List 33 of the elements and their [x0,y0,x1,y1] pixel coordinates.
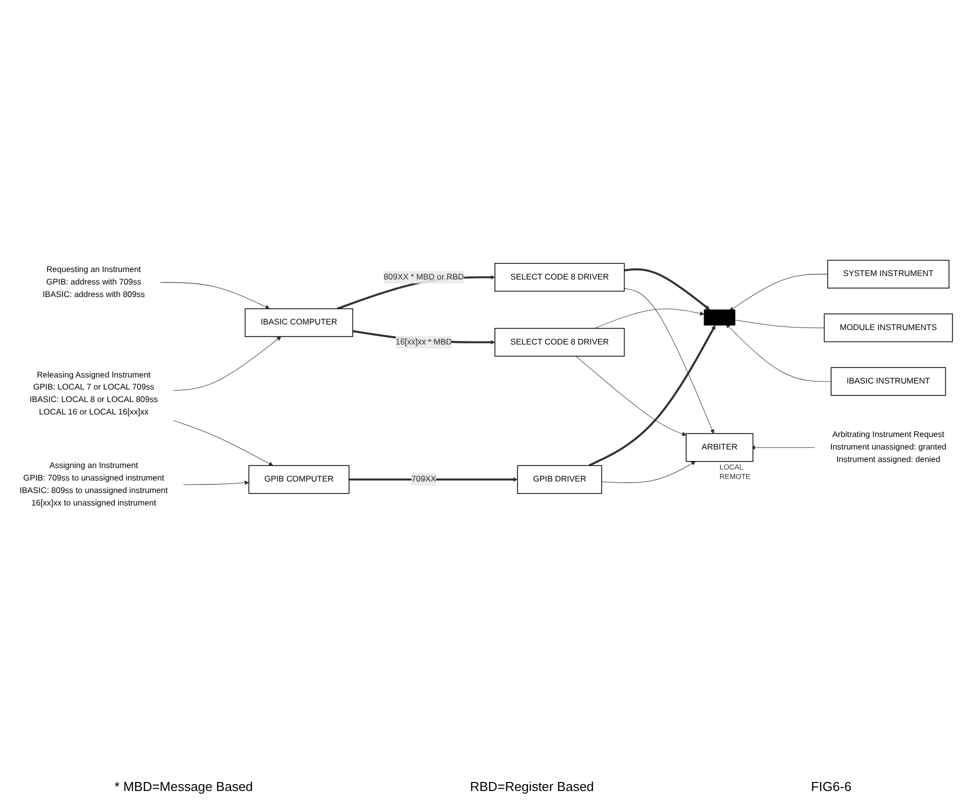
node-box: SYSTEM INSTRUMENT [827,260,950,288]
node-box: MODULE INSTRUMENTS [824,313,953,342]
arrow [729,274,828,311]
arrow [601,461,696,483]
footnote-text: RBD=Register Based [470,779,594,794]
arrow [624,268,710,310]
node-box: GPIB DRIVER [517,465,602,494]
node-box: GPIB COMPUTER [248,465,350,494]
node-text: Arbitrating Instrument Request Instrument unassigned: granted Instrument assigned: denied [830,430,946,464]
footnote-text: * MBD=Message Based [114,779,253,794]
node-box: IBASIC COMPUTER [244,308,354,337]
node-box: SELECT CODE 8 DRIVER [494,328,625,356]
arrow [173,420,274,466]
arrow [160,282,270,309]
arrow [624,288,714,434]
node-text: Assigning an Instrument GPIB: 709ss to unassigned instrument IBASIC: 809ss to unassigned instrument 16[xx]xx to unassigned instrument [20,461,168,508]
node-box: ARBITER [686,433,754,462]
node-text: Releasing Assigned Instrument GPIB: LOCAL 7 or LOCAL 709ss IBASIC: LOCAL 8 or LOCAL 809ss LOCAL 16 or LOCAL 16[xx]xx [30,370,158,416]
connector [734,320,825,328]
node-text: Requesting an Instrument GPIB: address with 709ss IBASIC: address with 809ss [42,265,145,299]
arrow [726,324,832,382]
node-bar [704,309,736,326]
edge-label: 809XX * MBD or RBD [384,272,464,282]
edge-label: 16[xx]xx * MBD [396,337,452,346]
arrow [594,308,704,328]
node-box: SELECT CODE 8 DRIVER [494,262,625,292]
arrow [588,324,716,466]
arrow [173,336,282,391]
footnote-text: FIG6-6 [810,779,852,794]
arrow [183,480,250,485]
edge-label: 709XX [411,474,436,484]
arrow [576,356,686,436]
node-box: IBASIC INSTRUMENT [830,367,946,396]
